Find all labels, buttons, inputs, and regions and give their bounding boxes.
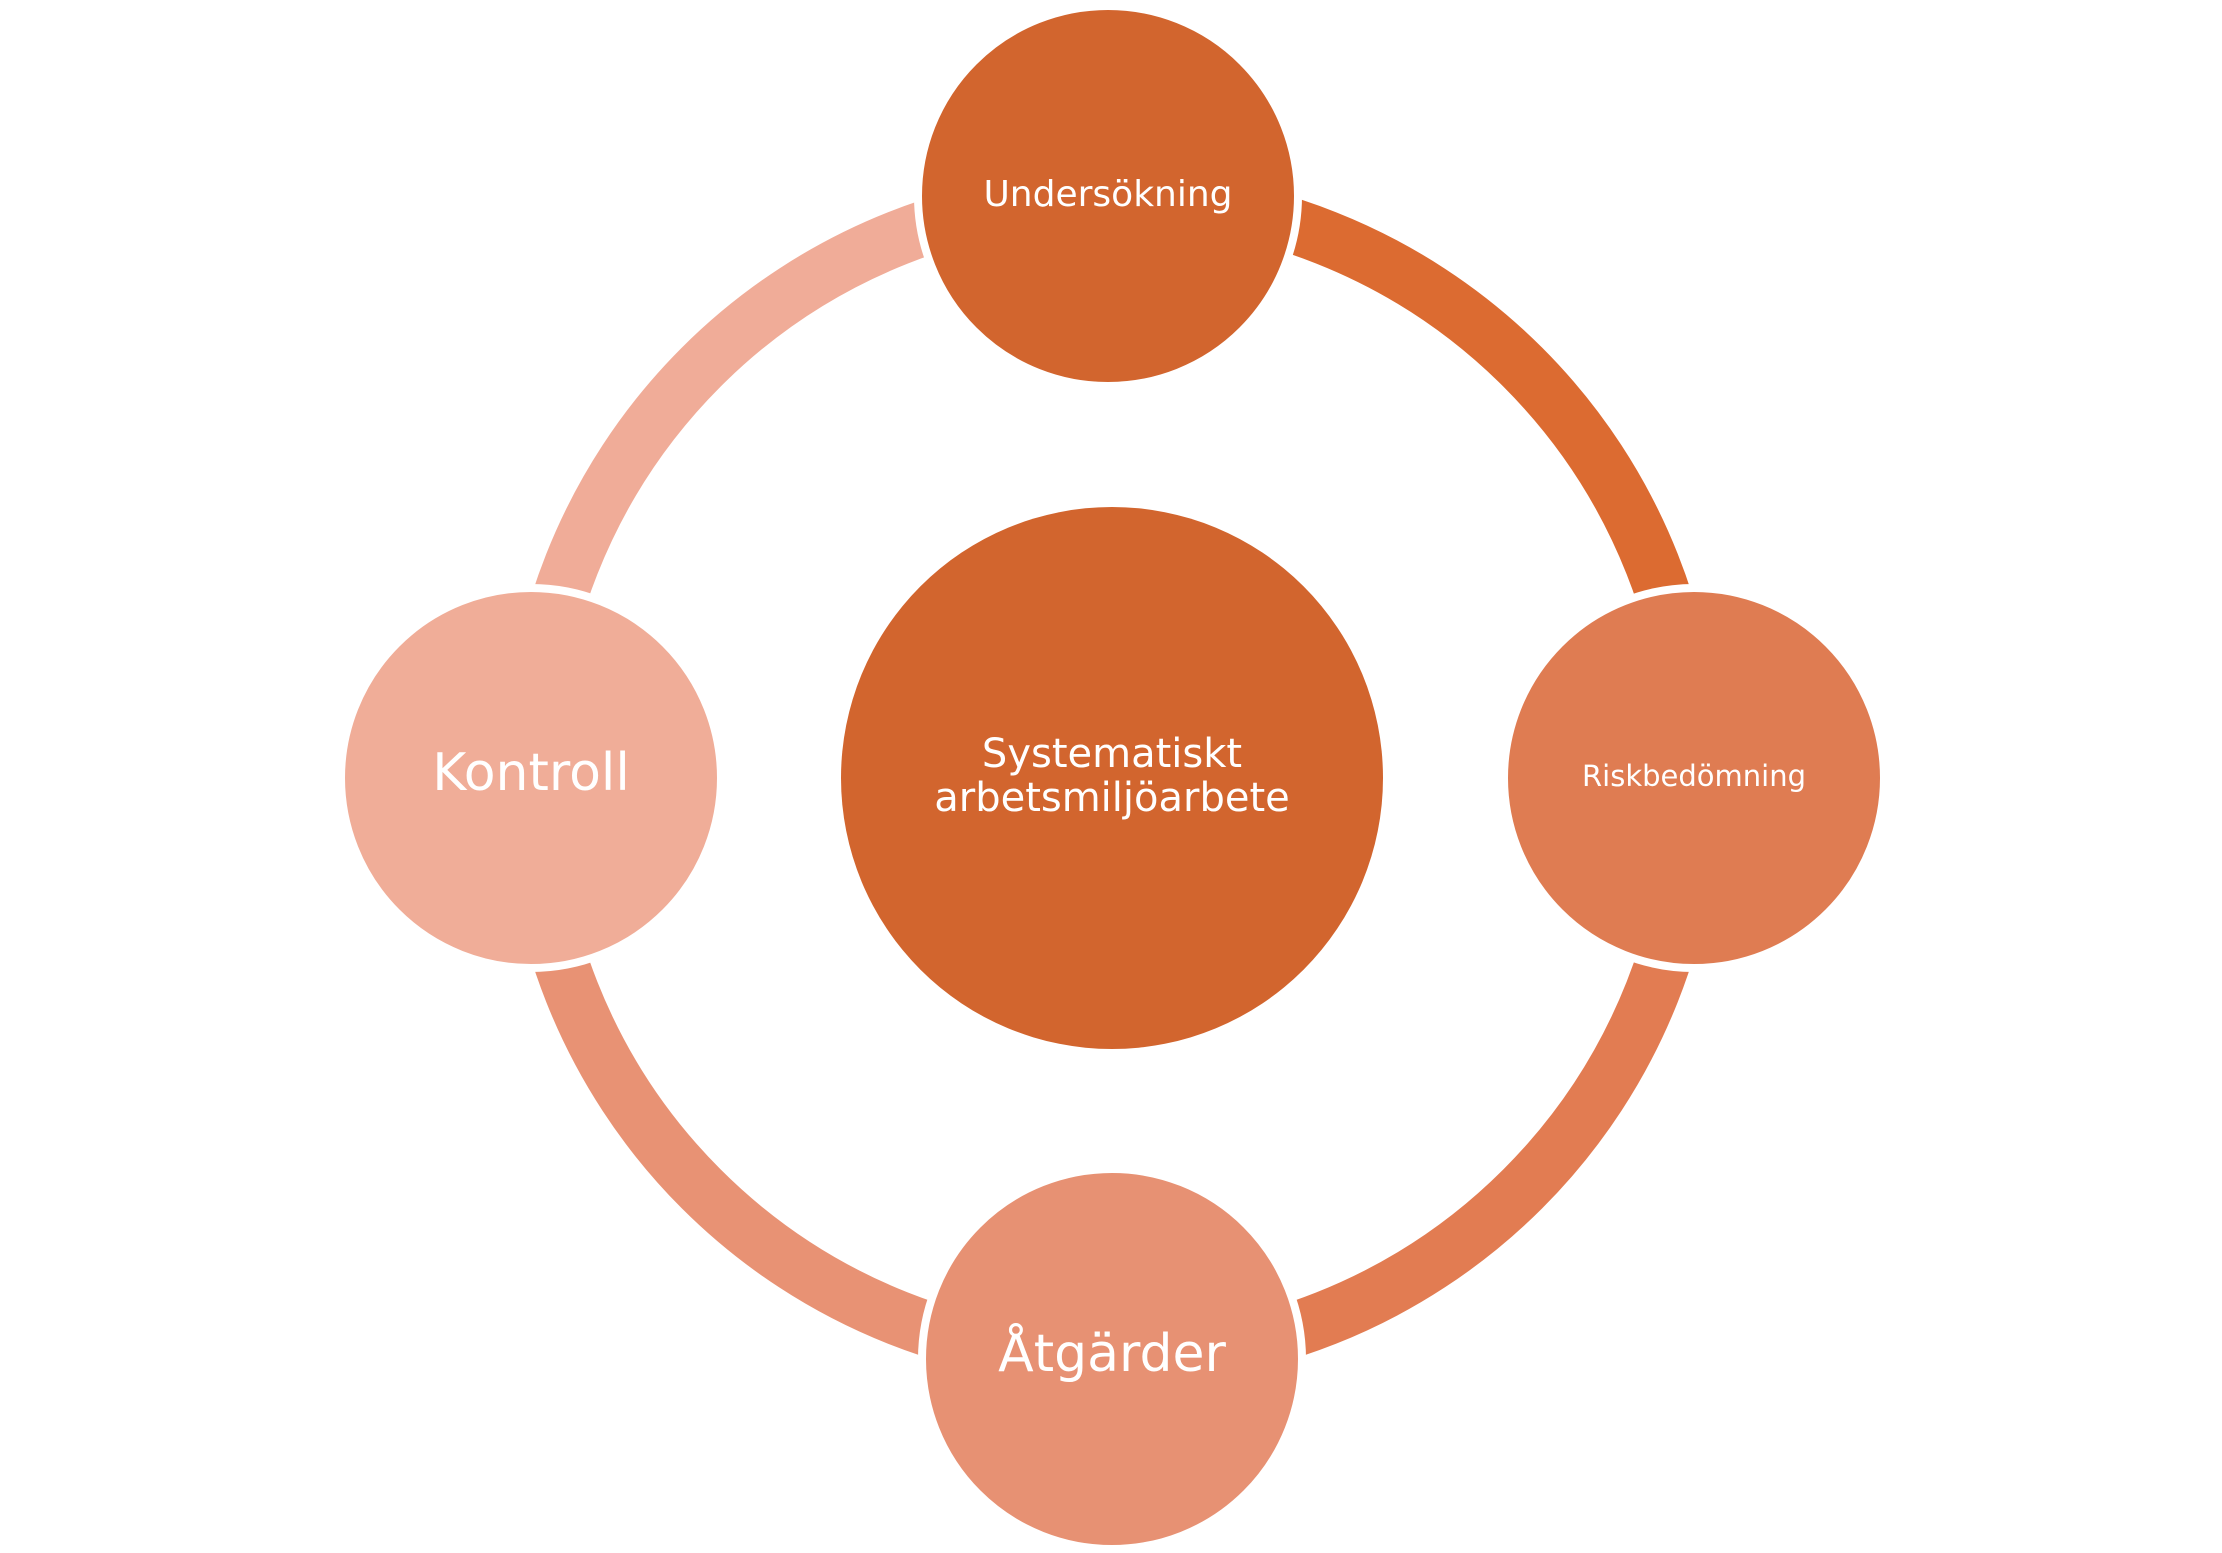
node-label-riskbedomning: Riskbedömning	[1582, 759, 1806, 793]
node-circle-riskbedomning	[1500, 584, 1888, 972]
node-label-undersokning: Undersökning	[983, 174, 1232, 215]
node-circle-undersokning	[914, 2, 1302, 390]
node-label-atgarder: Åtgärder	[998, 1322, 1226, 1384]
center-label-line-1: Systematiskt	[982, 731, 1242, 777]
center-circle	[841, 507, 1383, 1049]
node-circle-kontroll	[337, 584, 725, 972]
node-label-kontroll: Kontroll	[432, 743, 630, 803]
node-circle-atgarder	[918, 1165, 1306, 1553]
center-label-line-2: arbetsmiljöarbete	[934, 775, 1290, 821]
